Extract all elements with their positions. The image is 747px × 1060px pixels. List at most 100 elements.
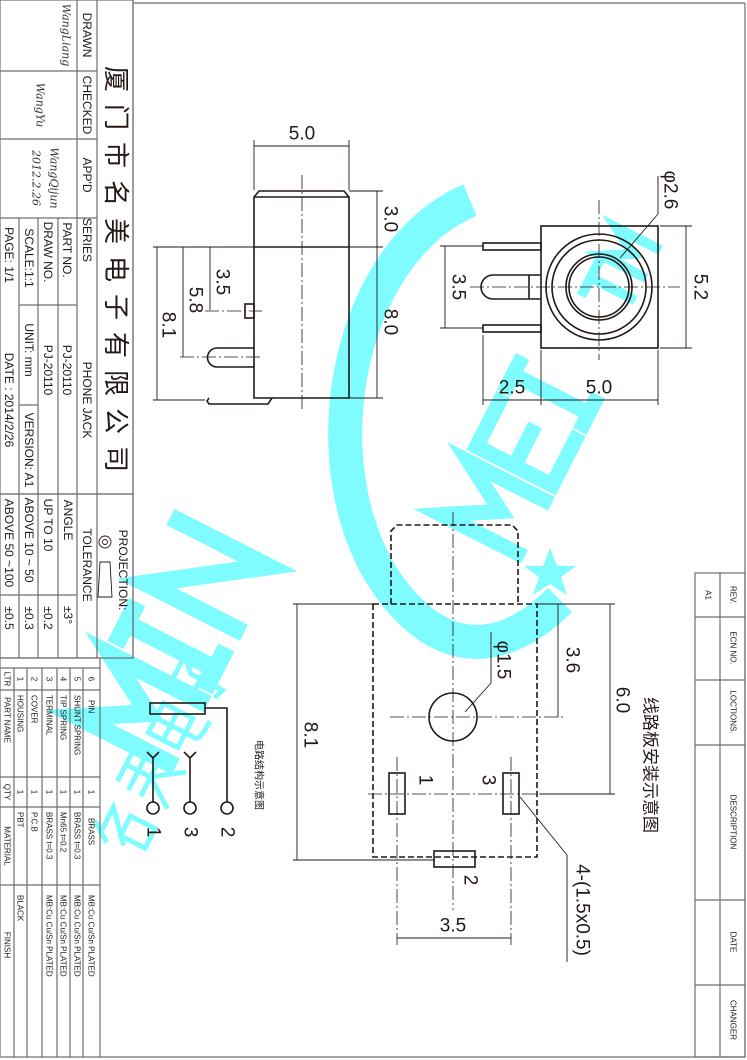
bom-material: BRASS t=0.3 xyxy=(45,812,54,860)
pcb-layout-view: 线路板安装示意图 1 3 2 8.1 3.6 6.0 3.5 φ1.5 4-(1… xyxy=(293,512,660,962)
dim-hole: 3.6 xyxy=(562,647,583,673)
dim-pitch: 3.5 xyxy=(440,916,466,937)
bom-ltr: 2 xyxy=(30,677,39,682)
bom-qty: 1 xyxy=(87,790,96,795)
pin-3-label: 3 xyxy=(478,775,499,786)
bom-ltr: 5 xyxy=(73,677,82,682)
bom-row: 2 COVER 1 P.C.B xyxy=(30,677,39,832)
checked-signature: WangYu xyxy=(34,83,47,127)
bom-finish: MB:Cu Cu/Sn PLATED xyxy=(45,895,54,977)
side-view: 5.0 3.0 8.0 3.5 5.8 8.1 xyxy=(153,124,401,410)
date-header: DATE xyxy=(729,932,738,953)
dim-d1: 3.5 xyxy=(212,269,233,295)
dim-d3: 8.1 xyxy=(158,312,179,338)
bom-table: LTR PART NAME QTY MATERIAL FINISH 6 PIN … xyxy=(0,657,101,1058)
bom-row: 4 TIP SPRING 1 Mn65 t=0.2 MB:Cu Cu/Sn PL… xyxy=(59,677,68,977)
drawn-label: DRAWN xyxy=(80,13,94,58)
tolerance-label: TOLERANCE xyxy=(80,528,94,601)
dim-hole-diameter: φ1.5 xyxy=(493,641,514,680)
locations-header: LOCTIONS. xyxy=(729,690,738,733)
tolerance-value: ±0.2 xyxy=(41,606,55,630)
bom-finish: MB:Cu Cu/Sn PLATED xyxy=(87,895,96,977)
bom-part-name: SHUNT SPRING xyxy=(73,695,82,755)
tolerance-range: ANGLE xyxy=(61,500,75,541)
bom-qty: 1 xyxy=(30,790,39,795)
pin-2-label: 2 xyxy=(460,875,481,886)
dim-pins: 6.0 xyxy=(612,687,633,713)
bom-material: Mn65 t=0.2 xyxy=(59,812,68,853)
watermark-min xyxy=(44,508,298,775)
page-value: PAGE: 1/1 xyxy=(2,227,16,283)
drawn-signature: WangLiang xyxy=(60,4,73,67)
dim-height: 5.2 xyxy=(690,274,711,300)
tolerance-value: ±3° xyxy=(61,606,75,624)
dim-pin-length: 2.5 xyxy=(499,378,525,399)
bom-ltr: 1 xyxy=(16,677,25,682)
front-view: 3.5 5.2 2.5 5.0 φ2.6 xyxy=(440,171,711,405)
bom-finish: MB:Cu Cu/Sn PLATED xyxy=(73,895,82,977)
watermark-mei xyxy=(413,352,606,564)
scale-value: SCALE:1:1 xyxy=(22,228,36,288)
bom-header-finish: FINISH xyxy=(3,932,12,958)
bom-row: 1 HOUSING 1 PBT BLACK xyxy=(16,677,25,922)
bom-material: BRASS xyxy=(87,818,96,845)
dim-pin-pitch: 3.5 xyxy=(448,274,469,300)
checked-label: CHECKED xyxy=(80,76,94,135)
dim-diameter: φ2.6 xyxy=(660,171,681,210)
bom-ltr: 6 xyxy=(87,677,96,682)
bom-part-name: TERMINAL xyxy=(45,695,54,736)
approved-date: 2012.2.26 xyxy=(30,149,43,206)
dim-front-width: 5.0 xyxy=(586,378,612,399)
bom-qty: 1 xyxy=(73,790,82,795)
tolerance-value: ±0.3 xyxy=(22,606,36,630)
changer-header: CHANGER xyxy=(729,1000,738,1040)
schematic-title: 电路结构示意图 xyxy=(253,740,266,810)
ecn-header: ECN NO. xyxy=(729,631,738,664)
unit-value: UNIT: mm xyxy=(22,323,36,376)
bom-finish: BLACK xyxy=(16,895,25,922)
bom-part-name: TIP SPRING xyxy=(59,695,68,740)
bom-ltr: 4 xyxy=(59,677,68,682)
pcb-layout-title: 线路板安装示意图 xyxy=(641,697,660,833)
tolerance-range: ABOVE 10 ~ 50 xyxy=(22,497,36,582)
bom-header-material: MATERIAL xyxy=(3,826,12,866)
revision-block: REV. ECN NO. LOCTIONS. DESCRIPTION DATE … xyxy=(694,572,746,1058)
bom-row: 6 PIN 1 BRASS MB:Cu Cu/Sn PLATED xyxy=(87,677,96,977)
rev-value: A1 xyxy=(704,590,713,600)
series-value: PHONE JACK xyxy=(80,362,94,439)
bom-qty: 1 xyxy=(45,790,54,795)
dim-width: 5.0 xyxy=(289,124,315,145)
series-label: SERIES xyxy=(80,218,94,262)
description-header: DESCRIPTION xyxy=(729,795,738,850)
part-no-label: PART NO. xyxy=(60,222,74,277)
pad-1 xyxy=(388,772,406,815)
bom-ltr: 3 xyxy=(45,677,54,682)
bom-header-qty: QTY xyxy=(3,784,12,801)
schematic-pin-2: 2 xyxy=(217,827,238,838)
bom-material: PBT xyxy=(16,812,25,828)
version-value: VERSION: A1 xyxy=(22,413,36,488)
date-value: DATE : 2014/2/26 xyxy=(2,353,16,448)
company-name: 厦门市名美电子有限公司 xyxy=(101,66,131,484)
draw-no-value: PJ-20110 xyxy=(41,345,55,396)
schematic-pin-1: 1 xyxy=(143,827,164,838)
draw-no-label: DRAW NO. xyxy=(41,222,55,283)
bom-material: BRASS t=0.3 xyxy=(73,812,82,860)
dim-body: 8.0 xyxy=(380,309,401,335)
watermark-logo xyxy=(44,184,664,852)
approved-signature: WangQijun xyxy=(48,147,61,208)
tolerance-block: PROJECTION: TOLERANCE ANGLE ±3° UP TO 10… xyxy=(0,493,134,659)
bom-part-name: COVER xyxy=(30,695,39,724)
circuit-schematic: 1 3 2 电路结构示意图 xyxy=(143,702,266,838)
title-block: 厦门市名美电子有限公司 DRAWN CHECKED APP'D WangLian… xyxy=(0,0,134,495)
dim-overall: 8.1 xyxy=(300,722,321,748)
bom-row: 3 TERMINAL 1 BRASS t=0.3 MB:Cu Cu/Sn PLA… xyxy=(45,677,54,977)
bom-part-name: PIN xyxy=(87,700,96,714)
tolerance-value: ±0.5 xyxy=(2,606,16,630)
tolerance-range: UP TO 10 xyxy=(41,499,55,552)
bom-row: 5 SHUNT SPRING 1 BRASS t=0.3 MB:Cu Cu/Sn… xyxy=(73,677,82,977)
tolerance-range: ABOVE 50 ~100 xyxy=(2,499,16,588)
dim-top: 3.0 xyxy=(380,206,401,232)
dim-d2: 5.8 xyxy=(185,287,206,313)
